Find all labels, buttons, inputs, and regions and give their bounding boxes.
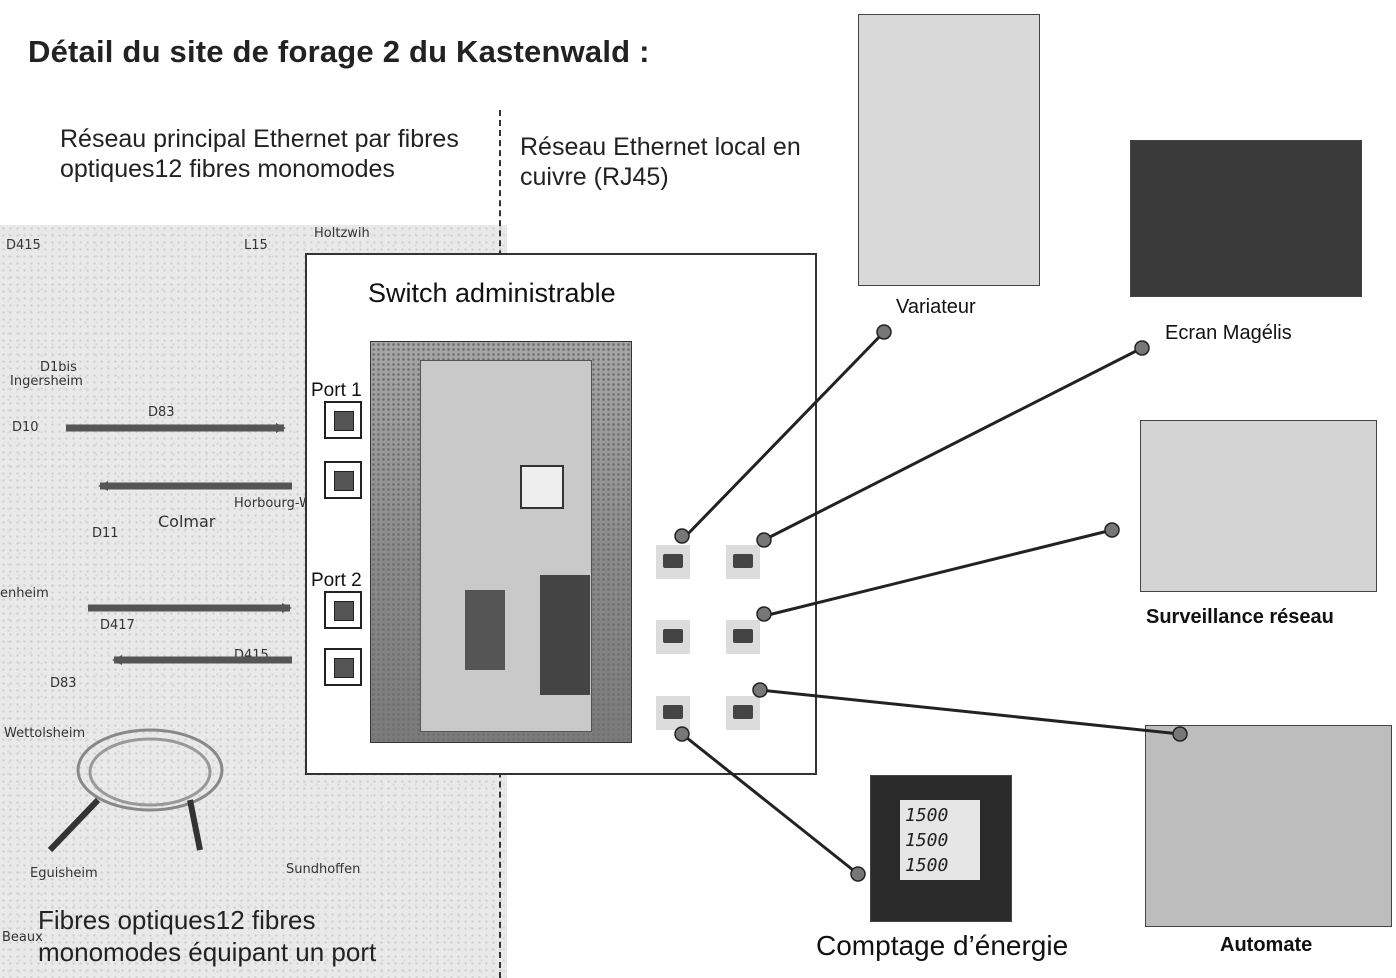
comptage-energie-label: Comptage d’énergie <box>816 930 1069 961</box>
automate-image <box>1145 725 1392 927</box>
port-2-fiber-a[interactable] <box>324 591 362 629</box>
map-label: enheim <box>0 586 49 601</box>
automate-label: Automate <box>1220 934 1313 956</box>
switch-connector <box>465 590 505 670</box>
variateur-image <box>858 14 1040 286</box>
rj45-port[interactable] <box>726 696 760 730</box>
rj45-port[interactable] <box>656 696 690 730</box>
map-label: Wettolsheim <box>4 726 86 741</box>
port-2-label: Port 2 <box>311 570 362 591</box>
map-label: D10 <box>12 420 39 435</box>
rj45-port[interactable] <box>726 620 760 654</box>
map-label: Ingersheim <box>10 374 83 389</box>
port-1-fiber-a[interactable] <box>324 401 362 439</box>
port-1-fiber-b[interactable] <box>324 461 362 499</box>
map-label: D83 <box>50 676 77 691</box>
main-network-caption: Réseau principal Ethernet par fibres opt… <box>60 125 459 183</box>
switch-connector <box>520 465 564 509</box>
map-label: Sundhoffen <box>286 862 361 877</box>
map-label: D417 <box>100 618 135 633</box>
cable-automate <box>759 688 1181 736</box>
map-label: D11 <box>92 526 119 541</box>
surveillance-reseau-label: Surveillance réseau <box>1146 606 1334 628</box>
cable-endpoint <box>876 324 892 340</box>
variateur-label: Variateur <box>896 296 976 318</box>
ecran-magelis-image <box>1130 140 1362 297</box>
ecran-magelis-label: Ecran Magélis <box>1165 322 1292 344</box>
surveillance-reseau-image <box>1140 420 1377 592</box>
cable-ecran <box>763 346 1143 542</box>
map-label: D415 <box>6 238 41 253</box>
map-label: D415 <box>234 648 269 663</box>
cable-endpoint <box>1104 522 1120 538</box>
meter-reading: 1500 <box>905 830 949 851</box>
map-label: Colmar <box>158 512 216 531</box>
switch-title: Switch administrable <box>368 278 616 308</box>
meter-reading: 1500 <box>905 855 949 876</box>
page-title: Détail du site de forage 2 du Kastenwald… <box>28 34 650 69</box>
cable-endpoint <box>850 866 866 882</box>
rj45-port[interactable] <box>656 620 690 654</box>
map-label: Beaux <box>2 930 43 945</box>
local-network-caption: Réseau Ethernet local en cuivre (RJ45) <box>520 133 801 191</box>
switch-connector <box>540 575 590 695</box>
meter-reading: 1500 <box>905 805 949 826</box>
port-1-label: Port 1 <box>311 380 362 401</box>
map-label: D83 <box>148 405 175 420</box>
meter-display <box>900 800 980 880</box>
rj45-port[interactable] <box>656 545 690 579</box>
cable-endpoint <box>1134 340 1150 356</box>
rj45-port[interactable] <box>726 545 760 579</box>
port-2-fiber-b[interactable] <box>324 648 362 686</box>
map-label: L15 <box>244 238 268 253</box>
map-label: Holtzwih <box>314 226 370 241</box>
fiber-caption: Fibres optiques12 fibres monomodes équip… <box>38 905 377 967</box>
map-label: Eguisheim <box>30 866 98 881</box>
map-label: D1bis <box>40 360 77 375</box>
